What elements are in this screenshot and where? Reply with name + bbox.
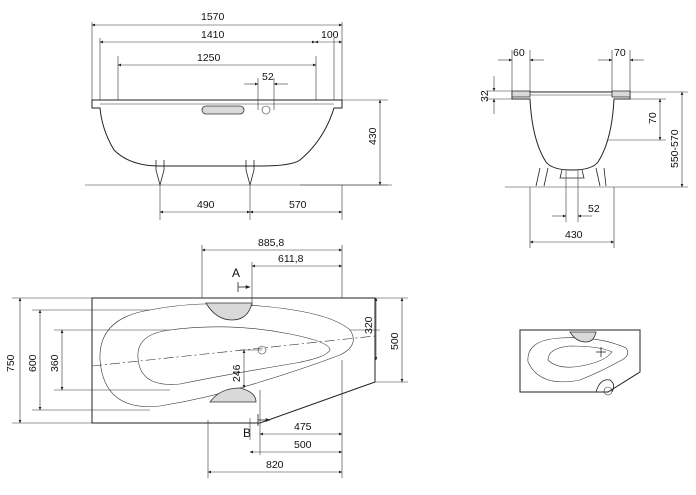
dim-100: 100 [321, 29, 339, 41]
dim-246: 246 [231, 364, 243, 382]
dim-500-bottom: 500 [294, 439, 312, 451]
front-tub-outline [91, 99, 343, 167]
plan-view: 885,8 611,8 A 750 600 360 320 500 246 B [5, 237, 408, 478]
dim-430-front: 430 [367, 127, 379, 145]
bathtub-pictogram [519, 329, 641, 396]
plan-headrest-top [205, 302, 253, 321]
dim-32: 32 [479, 90, 491, 102]
dim-490: 490 [197, 199, 215, 211]
dim-1410: 1410 [201, 29, 225, 41]
side-rim-right [611, 90, 631, 98]
section-a-label: A [232, 266, 240, 280]
dim-600: 600 [27, 354, 39, 372]
plan-inner-basin [137, 326, 331, 385]
front-elevation-view: 1570 1410 1250 100 52 430 490 570 [85, 11, 392, 220]
dim-70-top: 70 [614, 47, 626, 59]
side-feet [535, 167, 607, 187]
front-overflow-slot [201, 105, 245, 115]
dim-52-side: 52 [588, 203, 600, 215]
side-rim-left [511, 90, 531, 98]
dim-750: 750 [5, 354, 17, 372]
dim-475: 475 [294, 421, 312, 433]
side-tub-outline [511, 91, 631, 171]
dim-70-side: 70 [647, 112, 659, 124]
front-drain-icon [261, 105, 271, 115]
dim-430-side: 430 [565, 229, 583, 241]
plan-shell-outline [99, 303, 354, 407]
plan-outer-outline [91, 297, 376, 424]
dim-1250: 1250 [197, 52, 221, 64]
dim-820: 820 [266, 459, 284, 471]
dim-60: 60 [513, 47, 525, 59]
pictogram-drain-icon [596, 347, 606, 357]
dim-500-right: 500 [389, 332, 401, 350]
side-elevation-view: 60 70 32 70 550-570 52 430 [479, 47, 688, 248]
dim-885-8: 885,8 [258, 237, 284, 249]
section-b-label: B [243, 426, 251, 440]
dim-52-front: 52 [262, 71, 274, 83]
dim-611-8: 611,8 [278, 253, 304, 265]
front-feet [155, 160, 255, 186]
dim-1570: 1570 [201, 11, 225, 23]
dim-360: 360 [49, 354, 61, 372]
dim-320: 320 [363, 316, 375, 334]
dim-550-570: 550-570 [669, 129, 681, 168]
plan-headrest-bottom [209, 387, 257, 403]
dim-570: 570 [289, 199, 307, 211]
pictogram-outline [519, 329, 641, 393]
